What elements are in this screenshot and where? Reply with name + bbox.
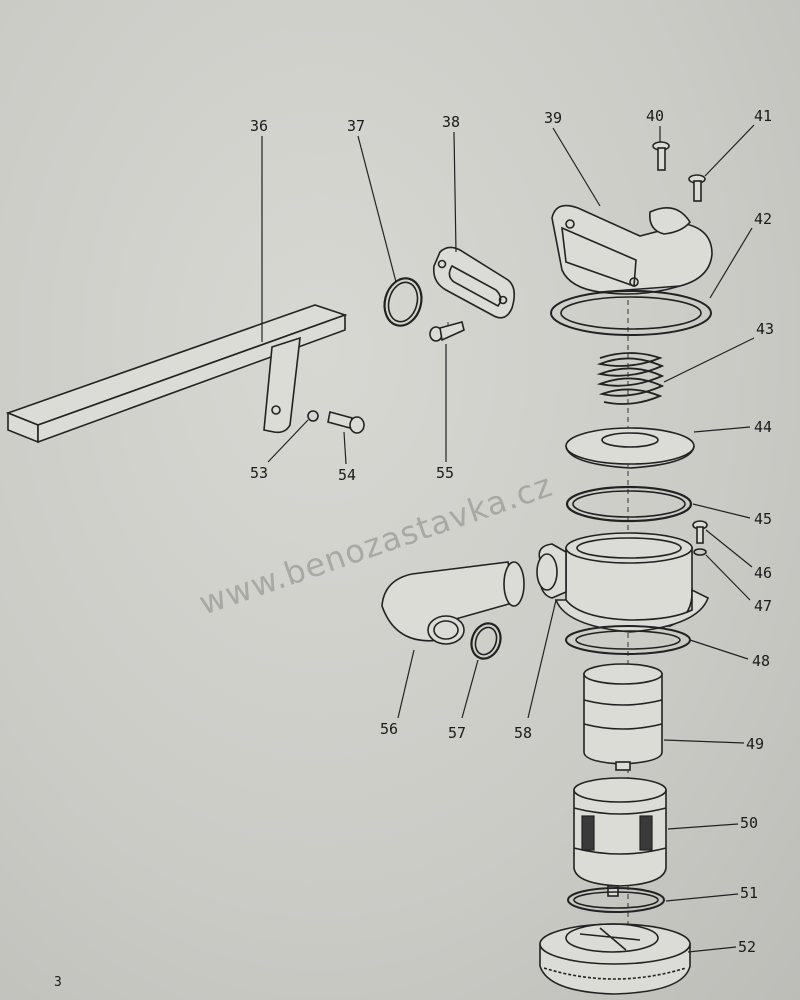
part-54-screw <box>327 411 365 434</box>
callout-50: 50 <box>740 814 758 832</box>
callout-labels: 36 37 38 39 40 41 42 43 44 45 46 47 48 4… <box>250 107 774 956</box>
part-38-gasket <box>432 246 516 319</box>
callout-52: 52 <box>738 938 756 956</box>
callout-42: 42 <box>754 210 772 228</box>
callout-45: 45 <box>754 510 772 528</box>
part-57-ring <box>470 622 502 660</box>
part-42-gasket-ring <box>550 290 712 336</box>
part-45-ring <box>565 485 693 523</box>
part-55-bolt <box>429 321 465 342</box>
callout-56: 56 <box>380 720 398 738</box>
part-56-elbow-pipe <box>381 561 525 645</box>
callout-41: 41 <box>754 107 772 125</box>
callout-54: 54 <box>338 466 356 484</box>
part-50-filter-cartridge <box>573 777 667 897</box>
part-51-ring <box>567 887 665 913</box>
callout-43: 43 <box>756 320 774 338</box>
part-47-washer <box>693 548 707 556</box>
callout-38: 38 <box>442 113 460 131</box>
part-53-washer <box>307 410 319 422</box>
callout-57: 57 <box>448 724 466 742</box>
part-52-base <box>539 923 691 995</box>
part-43-spring <box>596 352 665 405</box>
part-44-plate <box>565 427 695 469</box>
callout-37: 37 <box>347 117 365 135</box>
part-36-bracket-bar <box>5 304 348 444</box>
part-39-housing-cover <box>551 204 713 295</box>
callout-36: 36 <box>250 117 268 135</box>
part-49-filter-element <box>583 663 663 771</box>
part-40-screw <box>652 141 670 171</box>
callout-47: 47 <box>754 597 772 615</box>
callout-46: 46 <box>754 564 772 582</box>
leader-lines <box>261 124 755 953</box>
callout-58: 58 <box>514 724 532 742</box>
callout-49: 49 <box>746 735 764 753</box>
part-37-ring <box>383 277 423 327</box>
callout-44: 44 <box>754 418 772 436</box>
callout-53: 53 <box>250 464 268 482</box>
callout-55: 55 <box>436 464 454 482</box>
part-46-screw <box>692 520 708 544</box>
callout-51: 51 <box>740 884 758 902</box>
part-58-filter-housing <box>536 532 709 633</box>
callout-39: 39 <box>544 109 562 127</box>
part-41-screw <box>688 174 706 202</box>
callout-40: 40 <box>646 107 664 125</box>
part-48-gasket <box>565 625 691 655</box>
page-number: 3 <box>54 975 62 990</box>
callout-48: 48 <box>752 652 770 670</box>
